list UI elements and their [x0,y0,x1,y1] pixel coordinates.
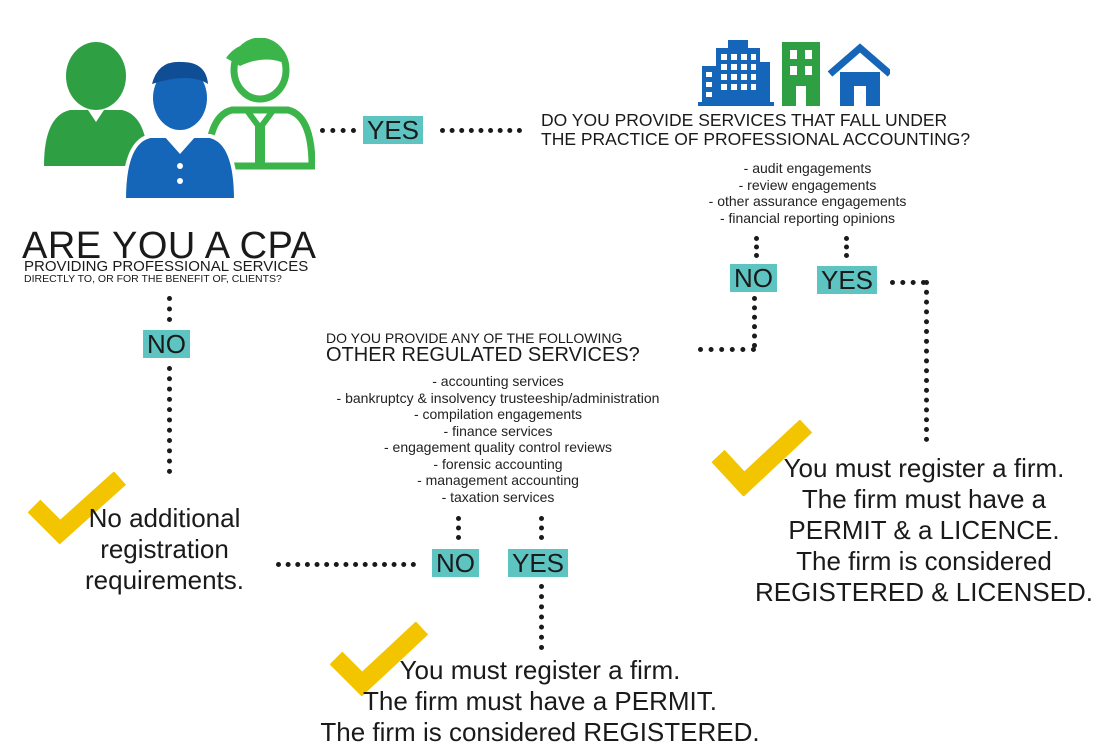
start-title: ARE YOU A CPA [22,225,317,267]
list-item: - engagement quality control reviews [383,439,612,455]
checkmark-icon [712,420,812,496]
start-line1: PROVIDING PROFESSIONAL SERVICES [24,258,309,275]
outcome-registered-licensed: You must register a firm. The firm must … [736,453,1112,608]
outcome-line: You must register a firm. [399,655,681,685]
list-item: - accounting services [432,373,564,389]
connector-q1-no-top [754,236,764,258]
no-label-cpa: NO [143,330,190,358]
connector-q2-no-top [456,516,466,540]
connector-q1-yes-right [890,280,926,290]
start-line2: DIRECTLY TO, OR FOR THE BENEFIT OF, CLIE… [24,273,282,285]
connector-q2-no-left [276,562,416,572]
person-lightgreen-icon [204,38,315,170]
outcome-line: The firm must have a PERMIT. [363,686,717,716]
connector-q2-yes-down [539,584,549,650]
connector-q1-no-down [752,296,762,348]
yes-label-top: YES [363,116,424,144]
no-label-q2: NO [432,549,479,577]
person-green-icon [44,42,148,166]
people-icon [44,38,315,200]
connector-cpa-yes-right [440,128,522,138]
buildings-icon [698,40,890,106]
outcome-line: PERMIT & a LICENCE. [788,515,1060,545]
list-item: - other assurance engagements [708,193,907,209]
house-icon [827,43,890,106]
list-item: - audit engagements [743,160,872,176]
outcome-line: The firm is considered REGISTERED. [320,717,760,747]
outcome-line: No additional [88,503,241,533]
q2-line1: DO YOU PROVIDE ANY OF THE FOLLOWING [326,330,623,346]
q2-list: - accounting services - bankruptcy & ins… [283,373,713,505]
yes-label-q2: YES [508,549,569,577]
q1-line2: THE PRACTICE OF PROFESSIONAL ACCOUNTING? [541,129,971,149]
connector-cpa-no-top [167,296,177,322]
connector-q2-yes-top [539,516,549,540]
outcome-no-registration: No additional registration requirements. [62,503,267,596]
list-item: - finance services [443,422,553,439]
connector-q1-yes-down [924,280,934,442]
list-item: - review engagements [738,176,877,193]
q2-line2: OTHER REGULATED SERVICES? [326,344,640,366]
outcome-line: REGISTERED & LICENSED. [754,577,1094,607]
outcome-line: The firm is considered [796,546,1052,576]
outcome-line: requirements. [85,565,244,595]
checkmark-icon [330,622,428,696]
outcome-registered: You must register a firm. The firm must … [270,655,810,748]
person-blue-icon [121,61,239,200]
connector-cpa-yes-left [320,128,356,138]
outcome-line: You must register a firm. [783,453,1065,483]
yes-label-q1: YES [817,266,878,294]
list-item: - management accounting [417,472,579,488]
green-building-icon [782,42,820,106]
checkmark-icon [28,472,127,544]
outcome-line: The firm must have a [801,484,1047,514]
list-item: - forensic accounting [433,455,563,472]
list-item: - financial reporting opinions [719,209,896,226]
connector-q1-yes-top [844,236,854,258]
connector-cpa-no-bottom [167,366,177,474]
q1-list: - audit engagements - review engagements… [640,160,975,226]
list-item: - taxation services [441,488,555,505]
list-item: - compilation engagements [413,406,583,422]
q1-line1: DO YOU PROVIDE SERVICES THAT FALL UNDER [541,110,948,130]
no-label-q1: NO [730,264,777,292]
connector-q1-no-to-q2 [698,347,756,357]
outcome-line: registration [100,534,229,564]
list-item: - bankruptcy & insolvency trusteeship/ad… [336,389,660,406]
